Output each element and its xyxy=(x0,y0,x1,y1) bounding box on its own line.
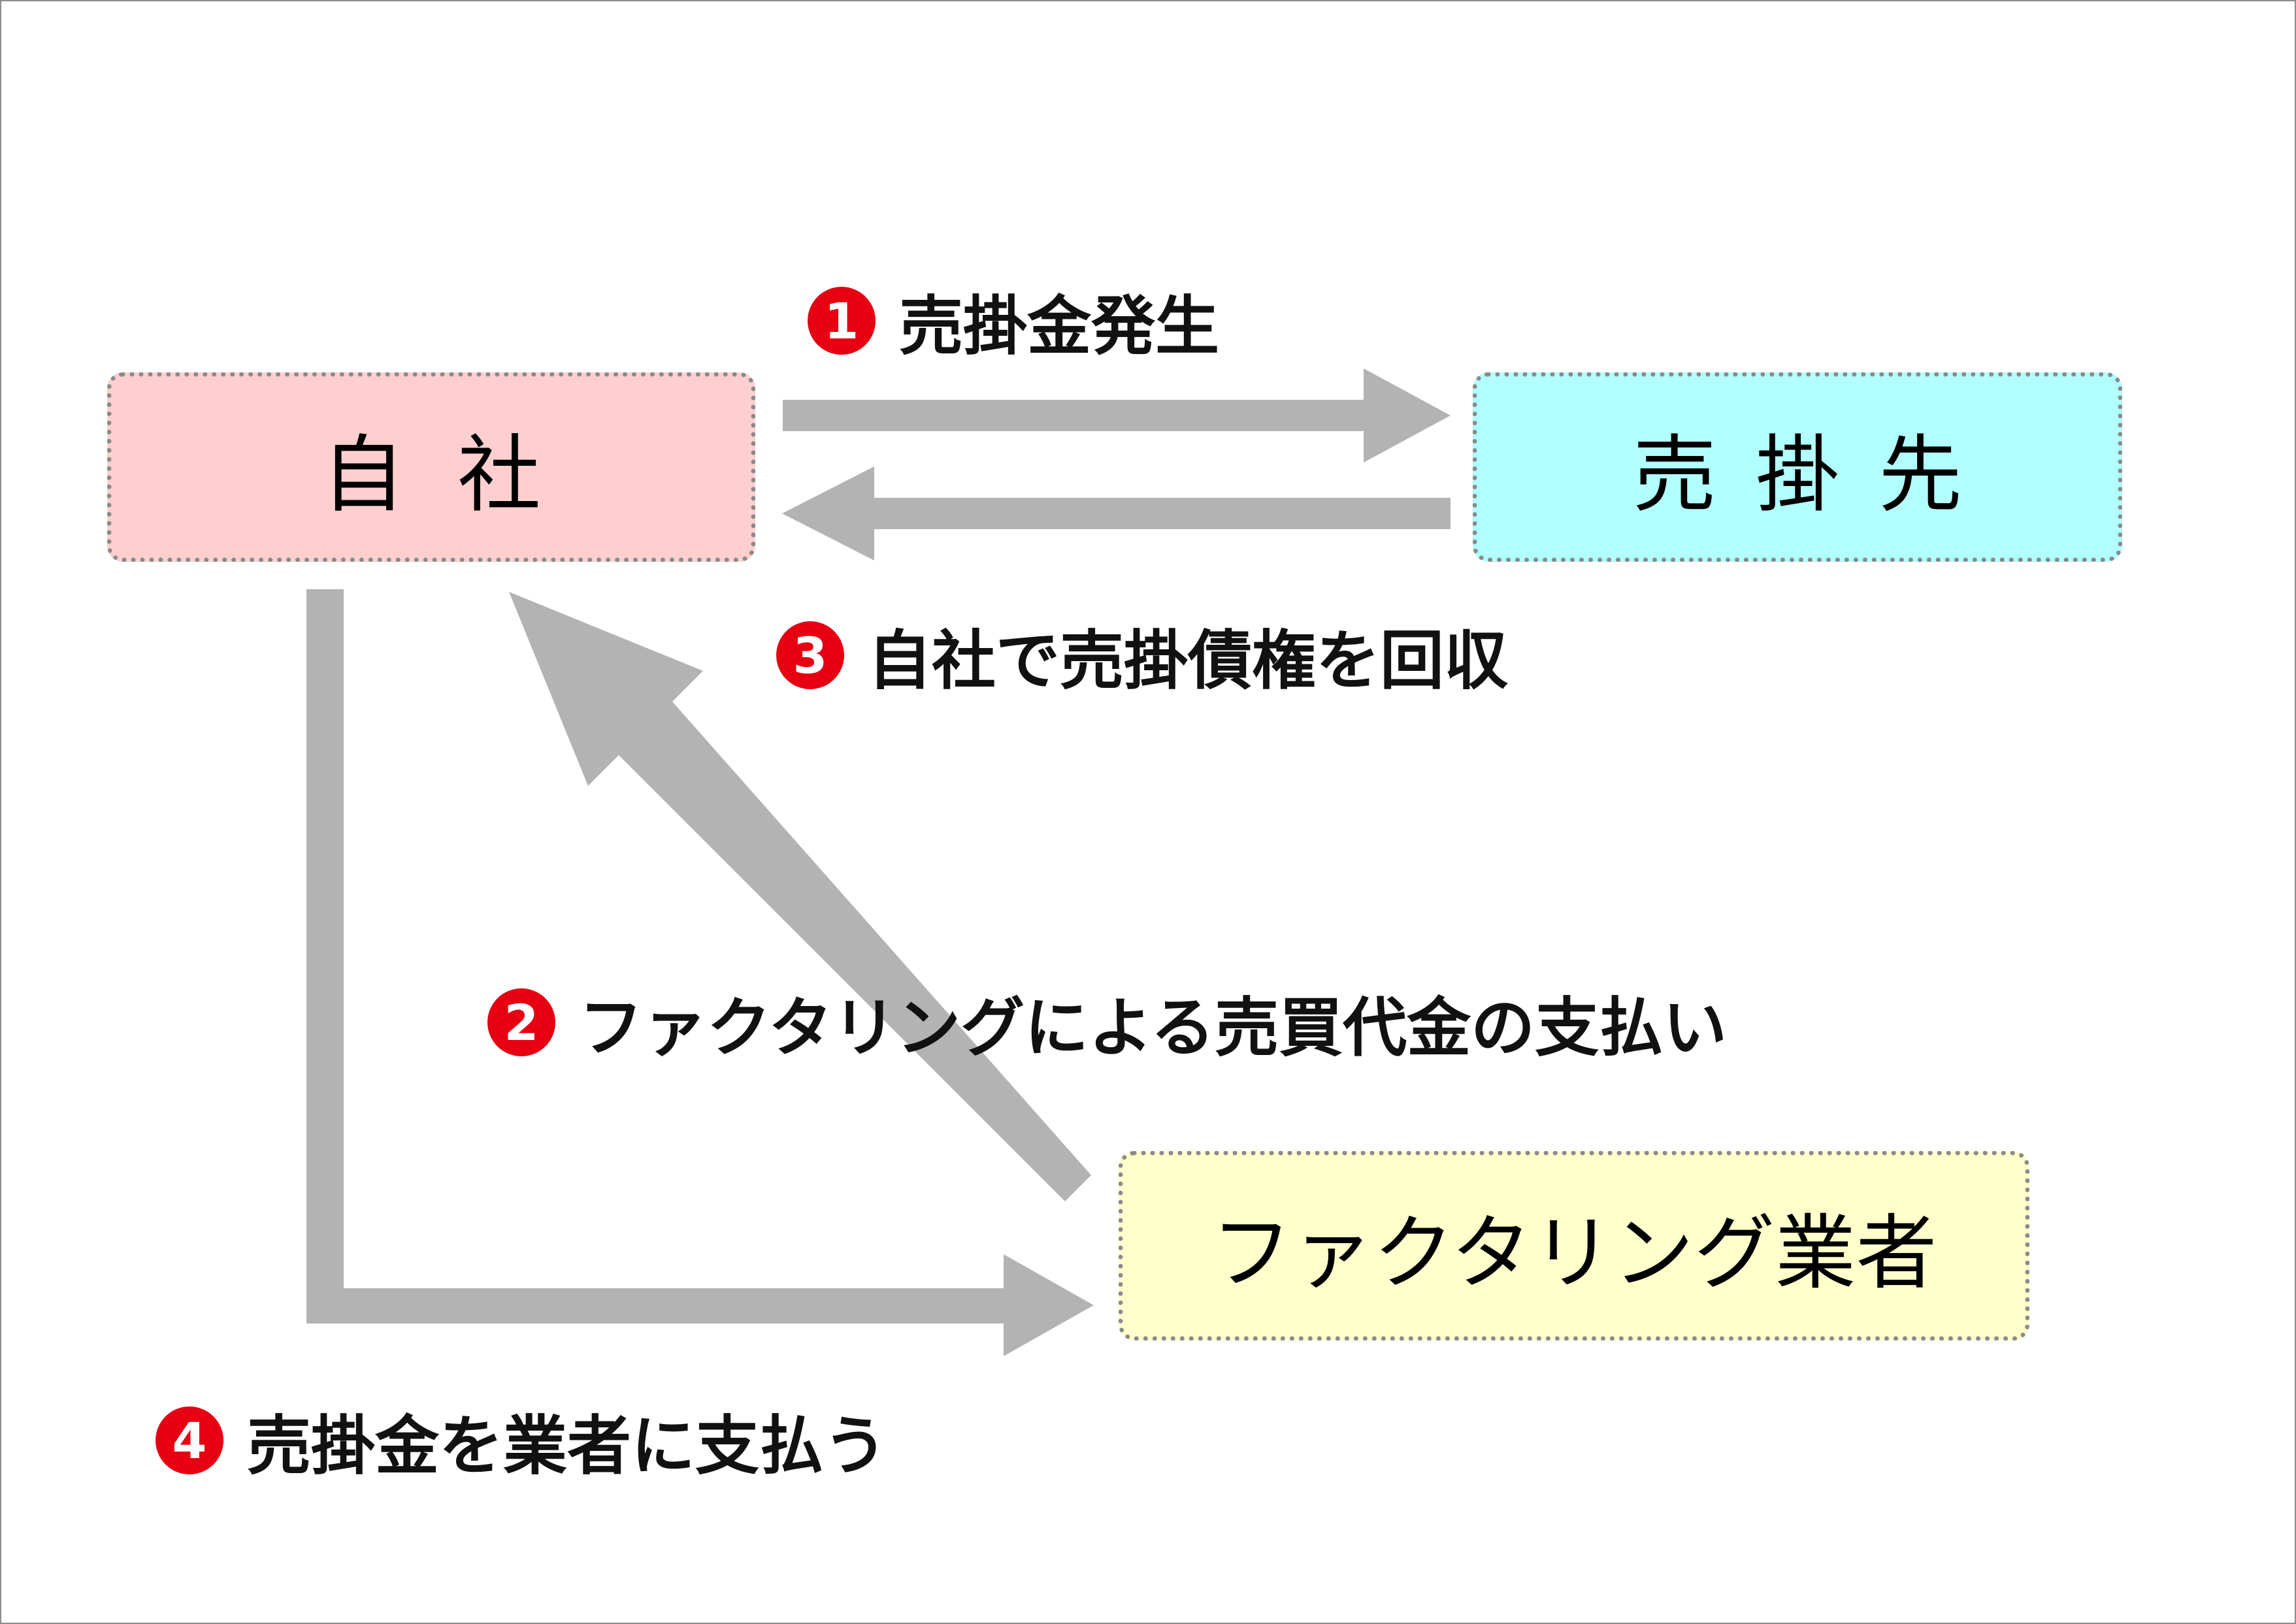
node-customer-label: 売掛先 xyxy=(1632,426,2001,524)
node-factoring-company: ファクタリング業者 xyxy=(1119,1151,2029,1340)
node-customer: 売掛先 xyxy=(1473,372,2122,562)
step-1-badge: 1 xyxy=(808,287,876,355)
step-2-label: 2 ファクタリングによる売買代金の支払い xyxy=(487,976,1727,1069)
node-factoring-company-label: ファクタリング業者 xyxy=(1211,1207,1937,1301)
arrow-factor-to-self xyxy=(509,592,1091,1201)
step-4-label: 4 売掛金を業者に支払う xyxy=(156,1394,887,1487)
arrow-self-to-customer xyxy=(783,368,1451,463)
step-4-text: 売掛金を業者に支払う xyxy=(247,1409,888,1484)
step-1-text: 売掛金発生 xyxy=(899,289,1220,364)
node-self: 自社 xyxy=(107,372,755,562)
step-4-badge: 4 xyxy=(156,1406,223,1474)
step-1-label: 1 売掛金発生 xyxy=(808,274,1219,367)
arrow-self-to-factor xyxy=(306,589,1094,1356)
step-3-text: 自社で売掛債権を回収 xyxy=(868,624,1509,698)
step-3-badge: 3 xyxy=(776,621,844,689)
step-3-label: 3 自社で売掛債権を回収 xyxy=(776,609,1508,702)
step-2-badge: 2 xyxy=(487,988,555,1056)
node-self-label: 自社 xyxy=(321,426,593,524)
step-2-text: ファクタリングによる売買代金の支払い xyxy=(579,991,1728,1065)
arrow-customer-to-self xyxy=(782,466,1451,560)
